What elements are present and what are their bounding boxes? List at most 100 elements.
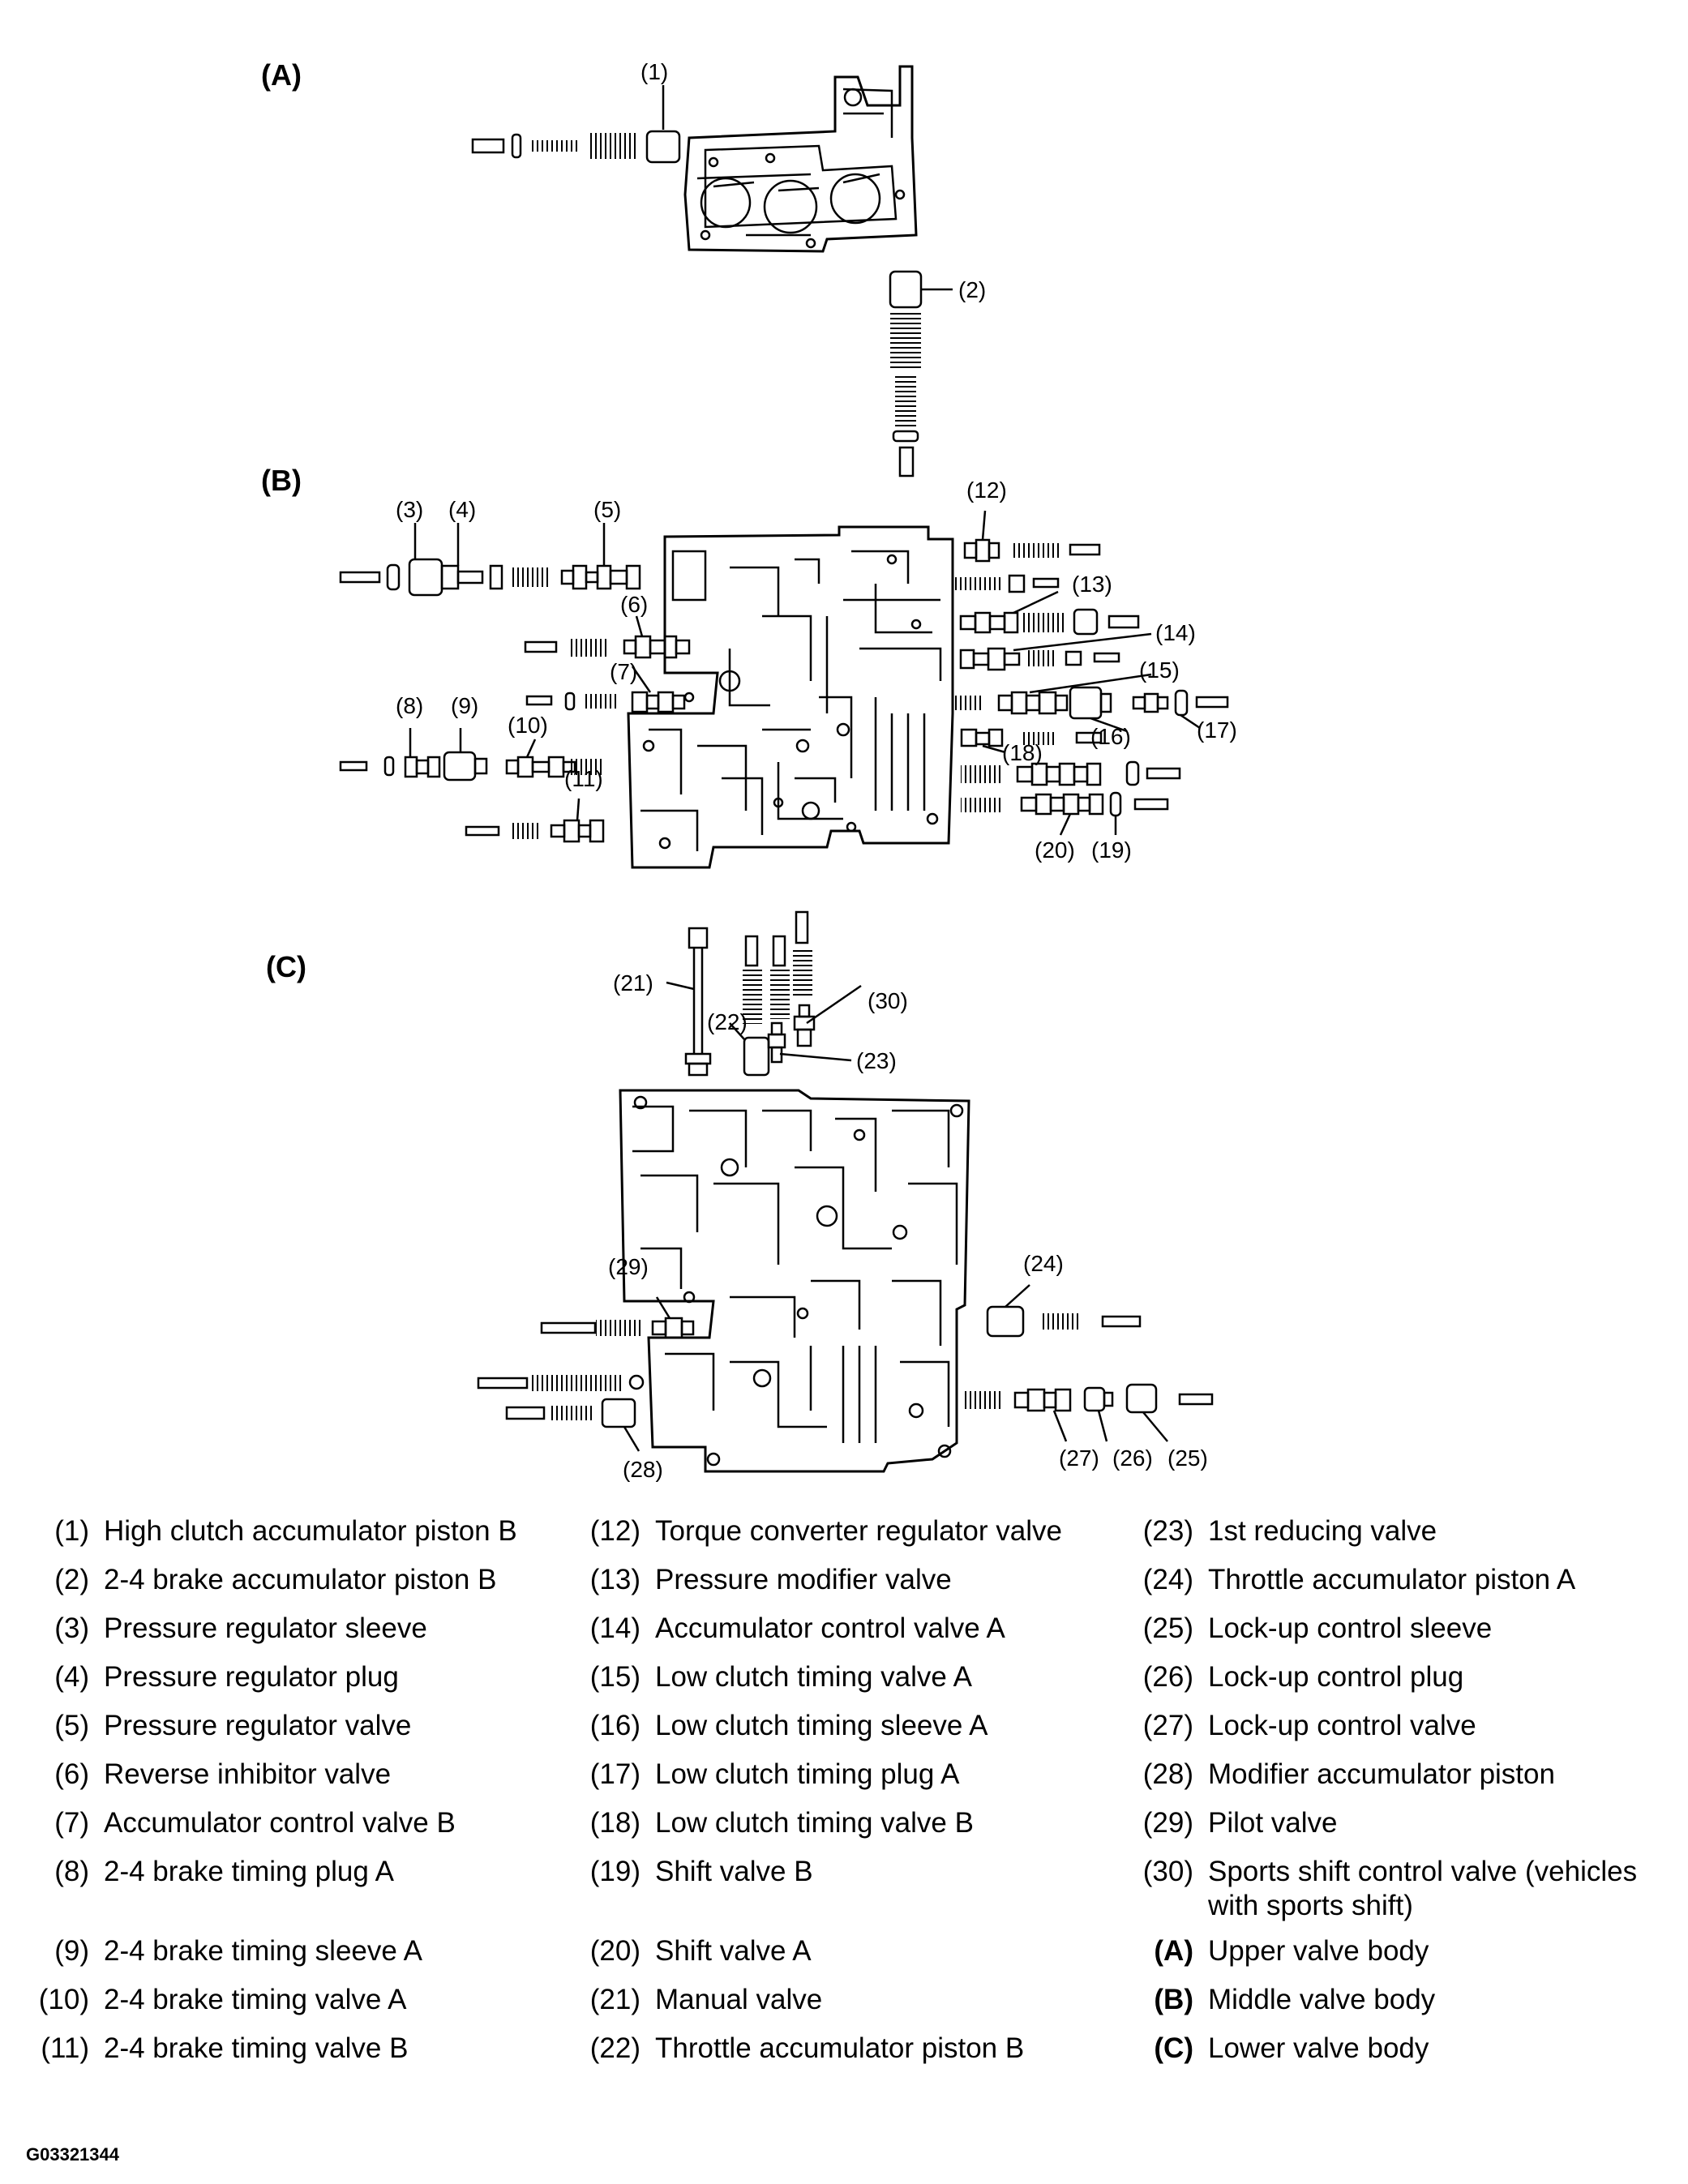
legend-text: Low clutch timing valve A [655,1661,973,1693]
legend-number: (14) [589,1612,640,1644]
legend-text: Low clutch timing valve B [655,1807,974,1839]
callout-18: (18) [1002,740,1043,765]
callout-29: (29) [608,1254,649,1279]
exploded-valve-body-diagram: (A) (B) (C) (1) (2) (3) (4) (5) (6) (7) … [261,58,1237,1482]
legend-number: (12) [589,1515,640,1547]
callout-3: (3) [396,497,423,522]
legend-text: Lock-up control sleeve [1208,1612,1493,1644]
parts-19-20 [961,760,1181,836]
part-1-group [471,85,681,164]
legend-number: (27) [1142,1710,1193,1741]
legend-number: (11) [41,2032,89,2064]
callout-10: (10) [508,713,548,738]
middle-valve-body [627,525,954,869]
legend-number: (10) [38,1984,89,2015]
callout-1: (1) [640,59,668,84]
callout-24: (24) [1023,1251,1064,1276]
legend-number: (25) [1142,1612,1193,1644]
legend-number: (4) [54,1661,89,1693]
legend-text: Pressure regulator plug [104,1661,399,1693]
legend-text: Throttle accumulator piston B [655,2032,1025,2064]
callout-27: (27) [1059,1445,1099,1471]
legend-number: (1) [54,1515,89,1547]
legend-number: (C) [1154,2032,1193,2064]
legend-number: (2) [54,1564,89,1595]
legend-text: Reverse inhibitor valve [104,1758,392,1790]
legend-number: (19) [589,1856,640,1887]
parts-12-13-14 [953,510,1152,671]
part-2-group [889,270,953,477]
parts-6-7 [524,615,691,713]
callout-11: (11) [564,766,603,791]
legend-number: (17) [589,1758,640,1790]
callout-17: (17) [1197,717,1237,743]
legend-text: High clutch accumulator piston B [104,1515,517,1547]
callout-22: (22) [707,1009,748,1034]
legend-text: Lower valve body [1208,2032,1429,2064]
callout-28: (28) [623,1457,663,1482]
legend-text: Pressure regulator valve [104,1710,412,1741]
legend-text: 2-4 brake timing valve B [104,2032,409,2064]
legend-text: Pressure regulator sleeve [104,1612,427,1644]
legend-text: Pilot valve [1208,1807,1338,1839]
callout-20: (20) [1035,837,1075,863]
legend-text: 2-4 brake timing valve A [104,1984,407,2015]
legend-text: Accumulator control valve A [655,1612,1005,1644]
legend-number: (22) [589,2032,640,2064]
legend-number: (13) [589,1564,640,1595]
legend-number: (B) [1154,1984,1193,2015]
legend-text: Middle valve body [1208,1984,1436,2015]
callout-26: (26) [1112,1445,1153,1471]
legend-number: (30) [1142,1856,1193,1887]
legend-number: (23) [1142,1515,1193,1547]
parts-21-22-23-30 [666,910,862,1077]
legend-text: Low clutch timing plug A [655,1758,960,1790]
legend-number: (21) [589,1984,640,2015]
callout-23: (23) [856,1048,897,1073]
legend-number: (15) [589,1661,640,1693]
legend-text: 2-4 brake timing plug A [104,1856,394,1887]
callout-12: (12) [966,477,1007,503]
legend-text: Accumulator control valve B [104,1807,456,1839]
parts-3-4-5 [339,523,641,597]
legend-number: (29) [1142,1807,1193,1839]
legend-text: 1st reducing valve [1208,1515,1437,1547]
legend-number: (A) [1154,1935,1193,1967]
callout-5: (5) [593,497,621,522]
legend-text: Low clutch timing sleeve A [655,1710,988,1741]
section-label-b: (B) [261,464,302,497]
legend-text: Lock-up control valve [1208,1710,1476,1741]
legend-number: (8) [54,1856,89,1887]
parts-8-9-10-11 [339,728,605,843]
lower-valve-body [619,1089,970,1473]
legend-number: (26) [1142,1661,1193,1693]
parts-24-25-26-27 [965,1284,1214,1442]
parts-28-29 [477,1296,695,1452]
legend-text: Sports shift control valve (vehicles wit… [1208,1856,1638,1921]
legend-number: (7) [54,1807,89,1839]
callout-13: (13) [1072,572,1112,597]
callout-4: (4) [448,497,476,522]
legend-text: Throttle accumulator piston A [1208,1564,1576,1595]
legend-number: (24) [1142,1564,1193,1595]
callout-2: (2) [958,277,986,302]
upper-valve-body [683,65,918,253]
legend-text: 2-4 brake accumulator piston B [104,1564,497,1595]
legend-text: Pressure modifier valve [655,1564,952,1595]
legend-text: Torque converter regulator valve [655,1515,1062,1547]
legend-number: (5) [54,1710,89,1741]
legend-text: Shift valve B [655,1856,813,1887]
legend-number: (9) [54,1935,89,1967]
legend-text: Lock-up control plug [1208,1661,1464,1693]
legend-number: (3) [54,1612,89,1644]
legend-text: Manual valve [655,1984,823,2015]
callout-6: (6) [620,592,648,617]
legend-number: (6) [54,1758,89,1790]
callout-14: (14) [1155,620,1196,645]
legend-text: Modifier accumulator piston [1208,1758,1555,1790]
figure-id: G03321344 [26,2144,119,2165]
callout-7: (7) [610,659,637,684]
callout-21: (21) [613,970,653,996]
parts-15-16-17-18 [955,673,1229,754]
legend-number: (20) [589,1935,640,1967]
